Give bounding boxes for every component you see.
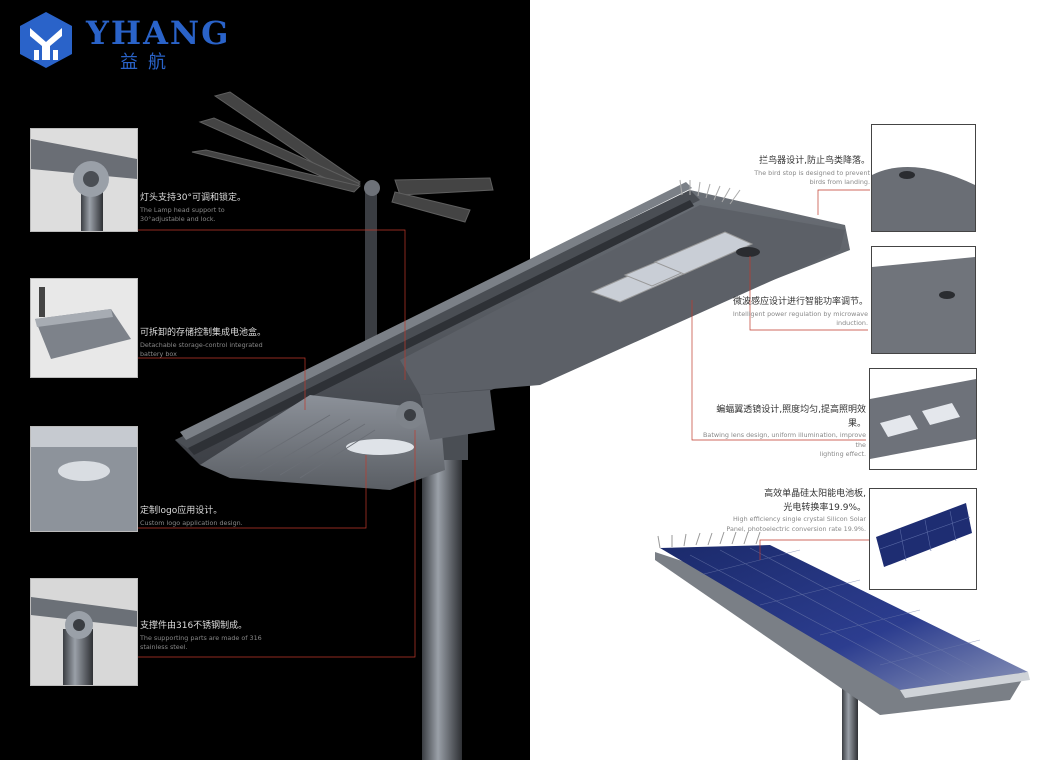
detail-box-microwave [871,246,976,354]
caption-battery: 可拆卸的存储控制集成电池盒。 Detachable storage-contro… [140,328,267,359]
brand-logo: YHANG 益航 [16,10,228,73]
caption-solar-panel: 高效单晶硅太阳能电池板, 光电转换率19.9%。 High efficiency… [726,489,866,533]
led-modules [590,231,754,303]
caption-support: 支撑件由316不锈钢制成。 The supporting parts are m… [140,621,262,652]
adjustable-angle-ghost [191,91,494,223]
microwave-sensor-detail [872,247,975,353]
support-parts-detail [31,579,137,685]
solar-panel-view [655,531,1030,760]
detail-box-solar-panel [869,488,977,590]
brand-name: YHANG [86,14,231,52]
caption-lamp-head: 灯头支持30°可调和锁定。 The Lamp head support to 3… [140,193,246,224]
detail-box-logo [30,426,138,532]
caption-batwing-lens: 蝙蝠翼透镜设计,照度均匀,提高照明效果。 Batwing lens design… [703,405,866,459]
detail-box-bird-stop [871,124,976,232]
caption-bird-stop: 拦鸟器设计,防止鸟类降落。 The bird stop is designed … [754,156,870,187]
lamp-head-joint-detail [31,129,137,231]
batwing-lens-detail [870,369,976,469]
custom-logo-detail [31,427,137,531]
brand-name-cn: 益航 [120,52,176,73]
detail-box-battery [30,278,138,378]
solar-panel-detail [870,489,976,589]
detail-box-batwing-lens [869,368,977,470]
detail-box-support [30,578,138,686]
bird-stop-detail [872,125,975,231]
caption-microwave: 微波感应设计进行智能功率调节。 Intelligent power regula… [732,297,868,328]
detail-box-lamp-head-joint [30,128,138,232]
battery-box-detail [31,279,137,377]
caption-logo: 定制logo应用设计。 Custom logo application desi… [140,506,243,527]
brand-logo-icon [20,12,72,68]
